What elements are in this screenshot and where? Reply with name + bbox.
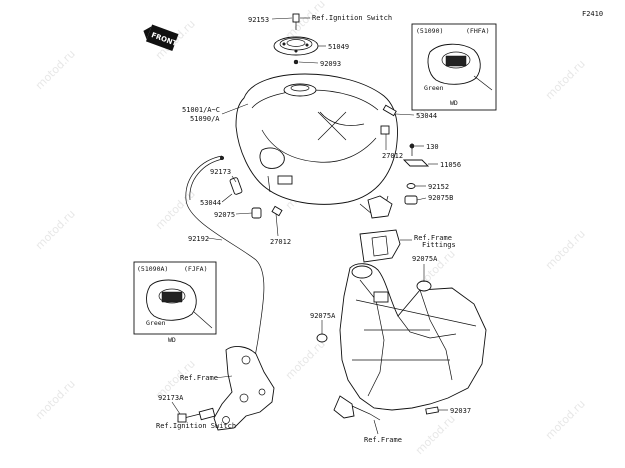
- inset-left-variant: (FJFA): [184, 265, 207, 273]
- inset-left-color: Green: [146, 319, 166, 327]
- front-badge: FRONT: [143, 24, 179, 51]
- callout-51049: 51049: [328, 43, 349, 51]
- watermark: motod.ru: [543, 227, 588, 272]
- callout-92037: 92037: [450, 407, 471, 415]
- inset-top-code: (51090): [416, 27, 443, 35]
- watermark: motod.ru: [283, 337, 328, 382]
- callout-92093: 92093: [320, 60, 341, 68]
- callout-53044-right: 53044: [416, 112, 437, 120]
- callout-92075: 92075: [214, 211, 235, 219]
- callout-92075a-right: 92075A: [412, 255, 438, 263]
- watermark: motod.ru: [33, 47, 78, 92]
- watermark-layer: motod.ru motod.ru motod.ru motod.ru moto…: [33, 0, 588, 457]
- callout-92075a-left: 92075A: [310, 312, 336, 320]
- callout-ref-frame-bottom: Ref.Frame: [364, 436, 402, 444]
- callout-ref-frame-fittings-2: Fittings: [422, 241, 456, 249]
- watermark: motod.ru: [153, 187, 198, 232]
- callout-92075b: 92075B: [428, 194, 453, 202]
- callout-51001: 51001/A~C: [182, 106, 220, 114]
- inset-left-mark: WD: [168, 336, 176, 344]
- ignition-bracket: [177, 346, 275, 431]
- inset-top-variant: (FHFA): [466, 27, 489, 35]
- watermark: motod.ru: [413, 412, 458, 457]
- callout-11056: 11056: [440, 161, 461, 169]
- frame: [316, 263, 487, 421]
- watermark: motod.ru: [33, 377, 78, 422]
- callout-51090a: 51090/A: [190, 115, 220, 123]
- callout-27012-bottom: 27012: [270, 238, 291, 246]
- callout-labels: 92153 Ref.Ignition Switch 51049 92093 51…: [156, 14, 471, 444]
- watermark: motod.ru: [33, 207, 78, 252]
- watermark: motod.ru: [543, 397, 588, 442]
- inset-left-code: (51090A): [137, 265, 168, 273]
- inset-top-color: Green: [424, 84, 444, 92]
- watermark: motod.ru: [543, 57, 588, 102]
- callout-ref-ignition-switch-bottom: Ref.Ignition Switch: [156, 422, 236, 430]
- inset-left: (51090A) (FJFA) Green WD: [133, 261, 217, 344]
- tank-bracket: [359, 195, 401, 263]
- callout-ref-frame-fittings-1: Ref.Frame: [414, 234, 452, 242]
- callout-130: 130: [426, 143, 439, 151]
- callout-92173a: 92173A: [158, 394, 184, 402]
- callout-27012-right: 27012: [382, 152, 403, 160]
- callout-ref-ignition-switch-top: Ref.Ignition Switch: [312, 14, 392, 22]
- fuel-tank: [235, 73, 398, 215]
- callout-92152: 92152: [428, 183, 449, 191]
- callout-92192: 92192: [188, 235, 209, 243]
- callout-92173: 92173: [210, 168, 231, 176]
- callout-53044-left: 53044: [200, 199, 221, 207]
- tank-hardware-right: [380, 104, 430, 205]
- inset-top-right: (51090) (FHFA) Green WD: [411, 23, 497, 111]
- leader-lines: [171, 17, 448, 435]
- callout-92153: 92153: [248, 16, 269, 24]
- inset-top-mark: WD: [450, 99, 458, 107]
- callout-ref-frame-left: Ref.Frame: [180, 374, 218, 382]
- figure-code: F2410: [582, 10, 603, 18]
- drain-hose: [185, 155, 283, 369]
